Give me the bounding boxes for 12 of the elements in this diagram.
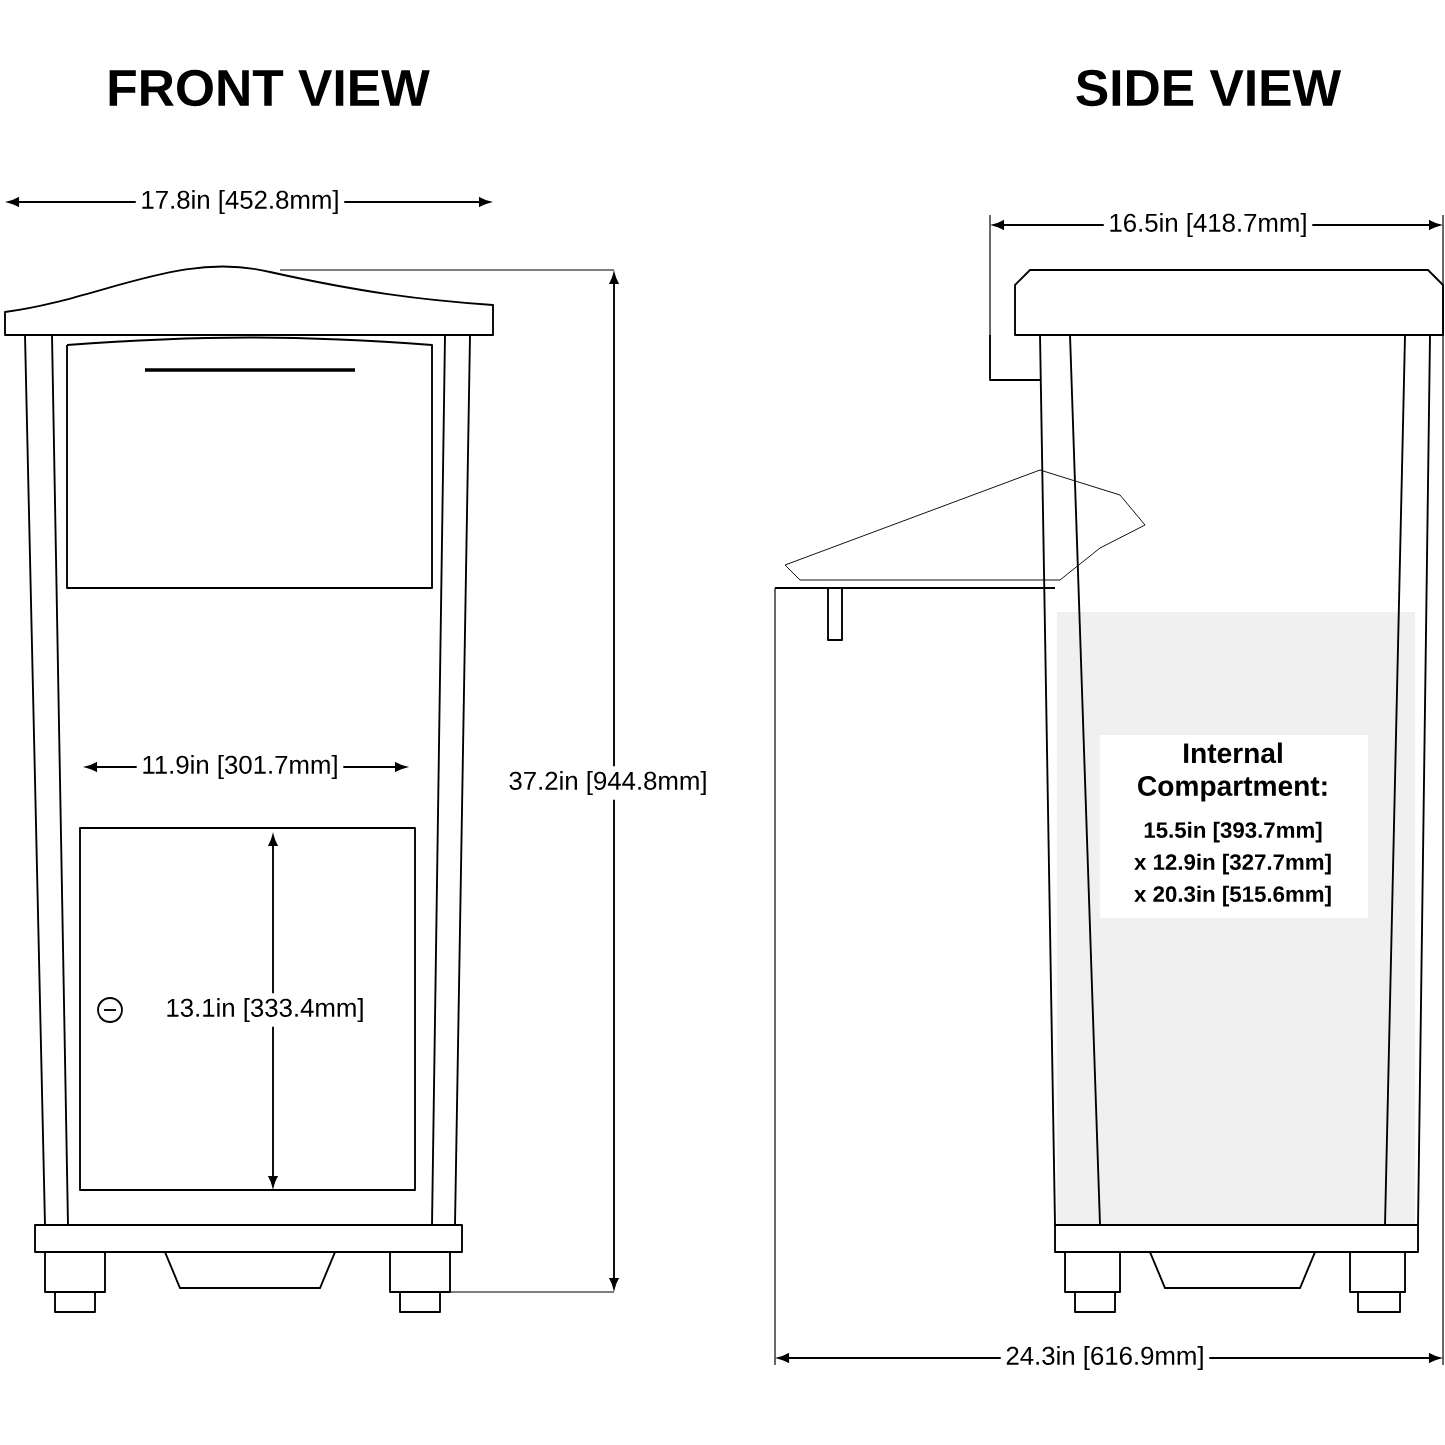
dimension-label: 24.3in [616.9mm] [1000, 1341, 1210, 1375]
dimension-label: 37.2in [944.8mm] [503, 766, 713, 800]
dimension-label: 16.5in [418.7mm] [1103, 208, 1313, 242]
dimension-label: 11.9in [301.7mm] [136, 750, 344, 784]
view-heading: FRONT VIEW [109, 69, 430, 107]
compartment-dimension: x 12.9in [327.7mm] [1134, 853, 1331, 875]
compartment-dimension: 15.5in [393.7mm] [1144, 821, 1322, 843]
dimension-label: 13.1in [333.4mm] [160, 993, 370, 1027]
view-heading: SIDE VIEW [1076, 69, 1342, 107]
dimension-label: 17.8in [452.8mm] [135, 185, 345, 219]
compartment-dimension: x 20.3in [515.6mm] [1134, 885, 1331, 907]
compartment-title: Internal Compartment: [1138, 742, 1327, 802]
